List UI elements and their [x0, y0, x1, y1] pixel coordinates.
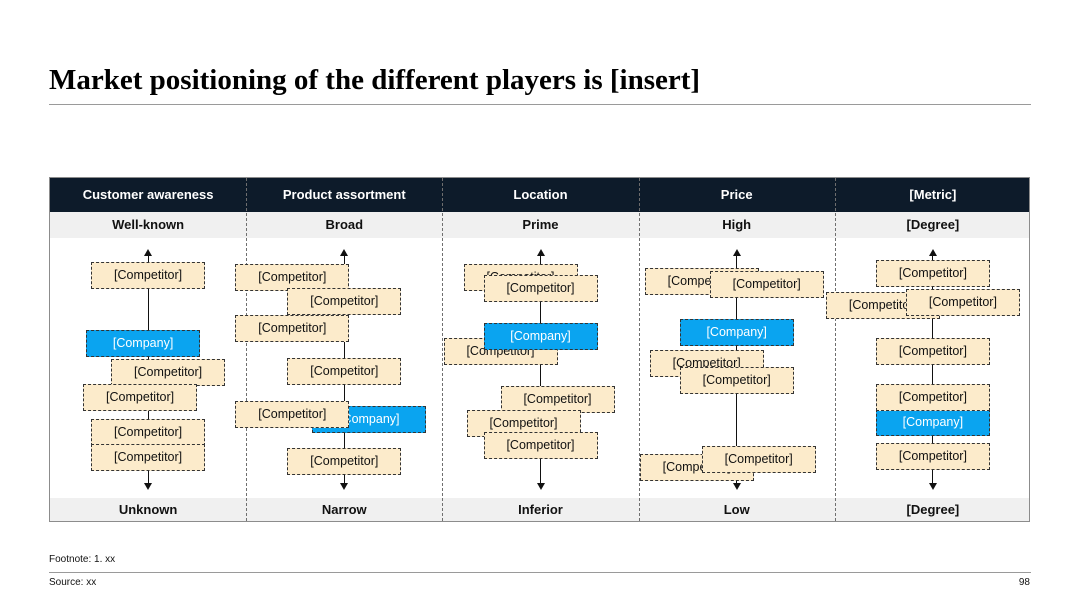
title-divider [49, 104, 1031, 105]
page-title: Market positioning of the different play… [49, 64, 701, 96]
competitor-marker: [Competitor] [500, 386, 615, 413]
bottom-label-product-assortment: Narrow [321, 502, 367, 517]
column-separator [834, 178, 836, 521]
arrow-down-icon [536, 483, 545, 490]
top-label-price: High [722, 217, 752, 232]
arrow-up-icon [536, 249, 545, 256]
bottom-scale-row: Unknown Narrow Inferior Low [Degree] [50, 498, 1029, 521]
top-label-location: Prime [522, 217, 559, 232]
competitor-marker: [Competitor] [287, 358, 402, 385]
source-note: Source: xx [49, 577, 97, 588]
column-header-customer-awareness: Customer awareness [82, 187, 214, 202]
header-row: Customer awareness Product assortment Lo… [50, 178, 1029, 212]
competitor-marker: [Competitor] [235, 315, 350, 342]
footnote: Footnote: 1. xx [49, 554, 116, 565]
company-marker: [Company] [483, 323, 598, 350]
column-header-price: Price [720, 187, 753, 202]
bottom-label-price: Low [723, 502, 750, 517]
competitor-marker: [Competitor] [91, 262, 206, 289]
arrow-down-icon [732, 483, 741, 490]
scale-axis-metric [932, 256, 934, 484]
competitor-marker: [Competitor] [91, 419, 206, 446]
arrow-down-icon [144, 483, 153, 490]
competitor-marker: [Competitor] [235, 264, 350, 291]
competitor-marker: [Competitor] [701, 446, 816, 473]
scale-axis-location [540, 256, 541, 484]
column-separator [246, 178, 248, 521]
company-marker: [Company] [875, 409, 990, 436]
company-marker: [Company] [86, 330, 201, 357]
positioning-table: Customer awareness Product assortment Lo… [49, 177, 1030, 522]
arrow-up-icon [928, 249, 937, 256]
column-header-metric: [Metric] [909, 187, 957, 202]
column-header-location: Location [513, 187, 568, 202]
top-label-product-assortment: Broad [325, 217, 364, 232]
bottom-label-customer-awareness: Unknown [118, 502, 178, 517]
bottom-label-location: Inferior [518, 502, 563, 517]
arrow-down-icon [340, 483, 349, 490]
column-separator [442, 178, 444, 521]
competitor-marker: [Competitor] [875, 384, 990, 411]
competitor-marker: [Competitor] [709, 271, 824, 298]
page-number: 98 [1018, 577, 1030, 588]
arrow-up-icon [340, 249, 349, 256]
top-scale-row: Well-known Broad Prime High [Degree] [50, 212, 1029, 238]
competitor-marker: [Competitor] [905, 289, 1020, 316]
bottom-label-metric: [Degree] [906, 502, 960, 517]
arrow-up-icon [732, 249, 741, 256]
competitor-marker: [Competitor] [483, 432, 598, 459]
competitor-marker: [Competitor] [83, 384, 198, 411]
column-header-product-assortment: Product assortment [282, 187, 406, 202]
arrow-up-icon [144, 249, 153, 256]
footer-divider [49, 572, 1031, 573]
competitor-marker: [Competitor] [91, 444, 206, 471]
competitor-marker: [Competitor] [483, 275, 598, 302]
column-separator [638, 178, 640, 521]
arrow-down-icon [928, 483, 937, 490]
competitor-marker: [Competitor] [111, 359, 226, 386]
competitor-marker: [Competitor] [875, 338, 990, 365]
competitor-marker: [Competitor] [679, 367, 794, 394]
top-label-customer-awareness: Well-known [112, 217, 185, 232]
company-marker: [Company] [679, 319, 794, 346]
competitor-marker: [Competitor] [875, 260, 990, 287]
competitor-marker: [Competitor] [287, 448, 402, 475]
top-label-metric: [Degree] [906, 217, 960, 232]
competitor-marker: [Competitor] [875, 443, 990, 470]
competitor-marker: [Competitor] [287, 288, 402, 315]
competitor-marker: [Competitor] [235, 401, 350, 428]
